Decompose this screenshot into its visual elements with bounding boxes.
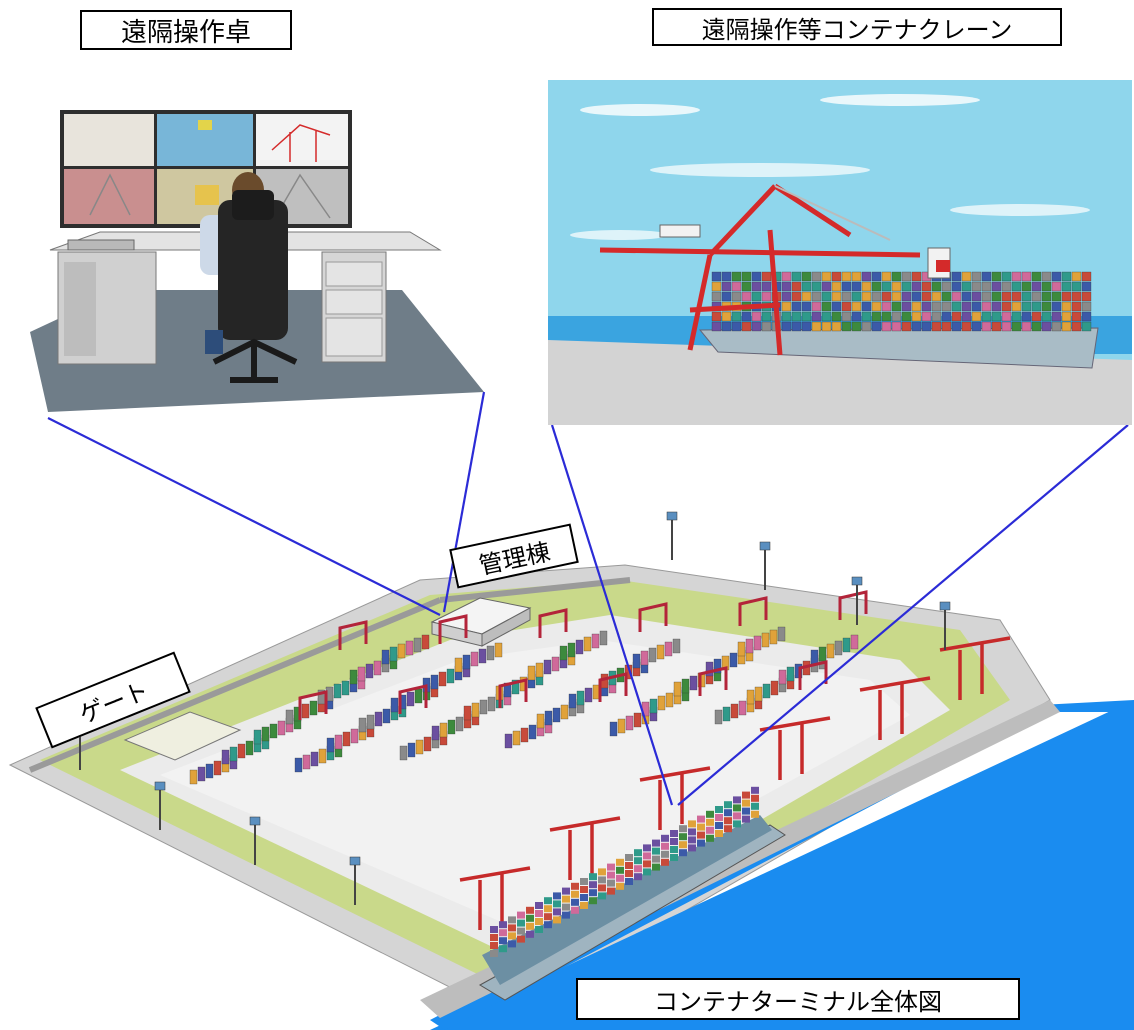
connector-lines [47, 391, 1129, 806]
container-stacks [189, 626, 859, 785]
crane-icon [599, 183, 921, 356]
ship-icon [478, 786, 786, 1001]
console-illustration [30, 110, 484, 412]
label-remote-crane: 遠隔操作等コンテナクレーン [652, 8, 1062, 46]
label-remote-console: 遠隔操作卓 [80, 10, 292, 50]
light-towers [74, 511, 951, 905]
label-terminal-overview: コンテナターミナル全体図 [576, 978, 1020, 1020]
crane-illustration [548, 80, 1132, 425]
yard-cranes [298, 590, 868, 720]
gate-building [123, 711, 242, 761]
sea [430, 700, 1134, 1030]
terminal-illustration [8, 511, 1134, 1030]
quay-cranes [459, 636, 1011, 930]
